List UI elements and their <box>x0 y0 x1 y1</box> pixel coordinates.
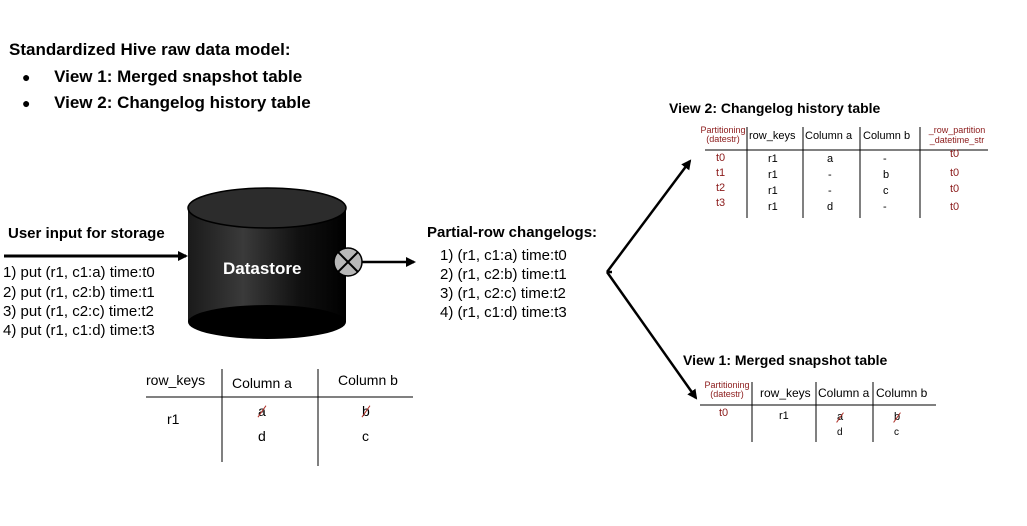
bottom-col-a-old: a <box>258 403 266 419</box>
view2-row-part: t0 <box>716 152 726 164</box>
view2-header-col-a: Column a <box>805 130 853 142</box>
view2-row-part: t3 <box>716 197 726 209</box>
view1-title: View 1: Merged snapshot table <box>683 352 888 368</box>
bullet-dot-icon: ● <box>22 95 31 111</box>
view2-partition-header: Partitioning (datestr) <box>700 125 746 144</box>
view2-row-b: - <box>883 153 887 165</box>
view2-extra-header: _row_partition _datetime_str <box>928 125 986 145</box>
bottom-rowkey: r1 <box>167 411 180 427</box>
view2-row-a: - <box>828 169 832 181</box>
intro-bullet-1: ● View 1: Merged snapshot table <box>22 67 303 86</box>
view2-title: View 2: Changelog history table <box>669 100 881 116</box>
view2-row-b: b <box>883 169 890 181</box>
view1-col-a-new: d <box>837 427 843 438</box>
view2-row-part: t2 <box>716 182 726 194</box>
view2-row-extra: t0 <box>950 148 960 160</box>
view2-row-b: c <box>883 185 889 197</box>
view2-row-a: a <box>827 153 834 165</box>
view1-partition-header: Partitioning (datestr) <box>704 380 750 399</box>
bottom-col-b-old: b <box>362 403 370 419</box>
view1-header-col-b: Column b <box>876 386 928 400</box>
put-2: 2) put (r1, c2:b) time:t1 <box>3 284 155 301</box>
valve-icon <box>333 247 363 277</box>
bottom-header-col-a: Column a <box>232 375 292 391</box>
put-3: 3) put (r1, c2:c) time:t2 <box>3 303 154 320</box>
arrow-to-view1 <box>605 271 698 400</box>
view2-row-part: t1 <box>716 167 726 179</box>
view2-row-key: r1 <box>768 201 778 213</box>
view2-header-rowkeys: row_keys <box>749 130 796 142</box>
intro-heading: Standardized Hive raw data model: <box>9 40 291 59</box>
datastore-cylinder <box>187 187 347 339</box>
intro-bullet-2: ● View 2: Changelog history table <box>22 93 311 112</box>
view2-header-col-b: Column b <box>863 130 911 142</box>
view1-col-a-old: a <box>837 411 844 423</box>
view1-header-rowkeys: row_keys <box>760 386 811 400</box>
view2-row-key: r1 <box>768 153 778 165</box>
view2-row-a: - <box>828 185 832 197</box>
view1-row-key: r1 <box>779 410 789 422</box>
partial-item-1: 1) (r1, c1:a) time:t0 <box>440 247 567 264</box>
bullet-dot-icon: ● <box>22 69 31 85</box>
view1-col-b-old: b <box>894 411 901 423</box>
view1-row-part: t0 <box>719 407 729 419</box>
view2-row-extra: t0 <box>950 201 960 213</box>
view2-row-key: r1 <box>768 169 778 181</box>
datastore-label: Datastore <box>223 259 302 278</box>
bottom-col-a-new: d <box>258 428 266 444</box>
bottom-col-b-new: c <box>362 428 369 444</box>
view2-row-extra: t0 <box>950 183 960 195</box>
view2-row-extra: t0 <box>950 167 960 179</box>
view2-row-a: d <box>827 201 834 213</box>
bottom-header-col-b: Column b <box>338 372 398 388</box>
arrow-to-view2 <box>605 159 692 273</box>
partial-item-2: 2) (r1, c2:b) time:t1 <box>440 266 567 283</box>
put-1: 1) put (r1, c1:a) time:t0 <box>3 264 155 281</box>
bottom-header-rowkeys: row_keys <box>146 372 206 388</box>
view1-header-col-a: Column a <box>818 386 870 400</box>
put-4: 4) put (r1, c1:d) time:t3 <box>3 322 155 339</box>
view1-col-b-new: c <box>894 427 899 438</box>
user-input-title: User input for storage <box>8 225 165 242</box>
partial-item-4: 4) (r1, c1:d) time:t3 <box>440 304 567 321</box>
view2-row-b: - <box>883 201 887 213</box>
view2-row-key: r1 <box>768 185 778 197</box>
partial-title: Partial-row changelogs: <box>427 224 598 241</box>
partial-item-3: 3) (r1, c2:c) time:t2 <box>440 285 566 302</box>
